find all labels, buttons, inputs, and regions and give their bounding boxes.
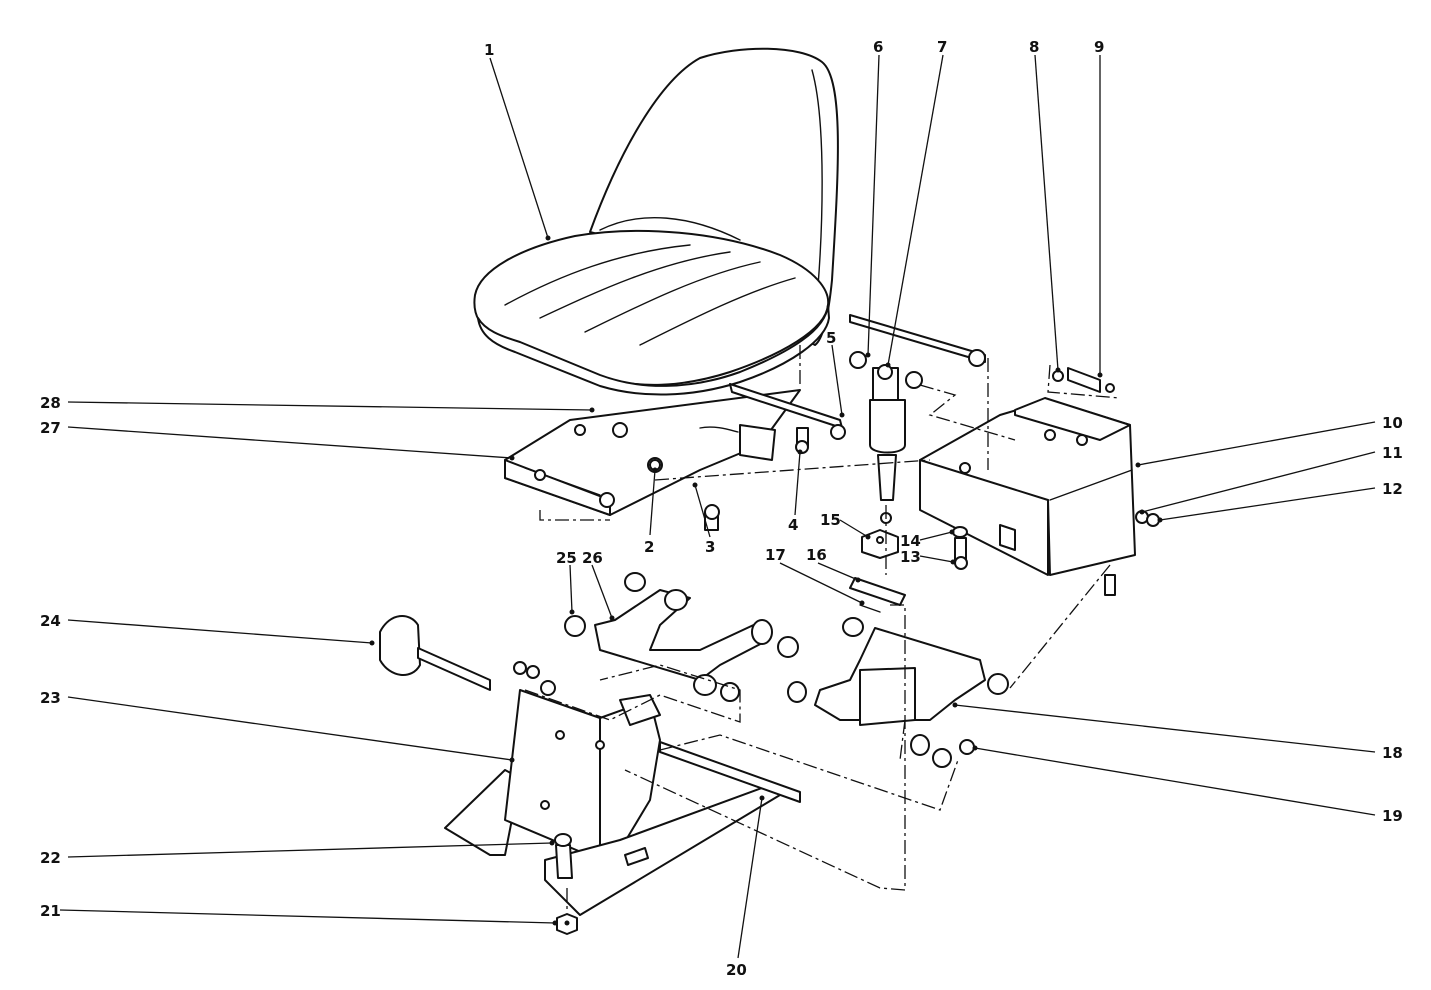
callout-labels: 1 2 3 4 5 6 7 8 9 10 11 12 13 14 15 16 1…: [40, 38, 1403, 979]
seat-bracket: [919, 367, 1160, 596]
callout-6: 6: [873, 38, 883, 56]
callout-20: 20: [726, 961, 747, 979]
callout-22: 22: [40, 849, 61, 867]
callout-1: 1: [484, 41, 494, 59]
callout-3: 3: [705, 538, 715, 556]
callout-21: 21: [40, 902, 61, 920]
callout-2: 2: [644, 538, 654, 556]
upper-rail: [504, 383, 846, 531]
callout-16: 16: [806, 546, 827, 564]
callout-11: 11: [1382, 444, 1403, 462]
callout-27: 27: [40, 419, 61, 437]
callout-7: 7: [937, 38, 947, 56]
base-bracket: [379, 615, 801, 935]
scissor-arm-right: [787, 617, 1009, 768]
callout-13: 13: [900, 548, 921, 566]
callout-10: 10: [1382, 414, 1403, 432]
scissor-arm-left: [564, 572, 799, 702]
small-parts: [849, 526, 968, 613]
callout-4: 4: [788, 516, 798, 534]
shock-absorber: [849, 314, 986, 524]
callout-26: 26: [582, 549, 603, 567]
callout-8: 8: [1029, 38, 1039, 56]
leader-lines: [59, 54, 1376, 959]
callout-23: 23: [40, 689, 61, 707]
callout-15: 15: [820, 511, 841, 529]
callout-17: 17: [765, 546, 786, 564]
callout-9: 9: [1094, 38, 1104, 56]
callout-5: 5: [826, 329, 836, 347]
assembly-centerlines: [524, 345, 1121, 912]
callout-28: 28: [40, 394, 61, 412]
callout-12: 12: [1382, 480, 1403, 498]
callout-14: 14: [900, 532, 921, 550]
callout-25: 25: [556, 549, 577, 567]
callout-18: 18: [1382, 744, 1403, 762]
seat: [473, 47, 839, 396]
callout-19: 19: [1382, 807, 1403, 825]
callout-24: 24: [40, 612, 61, 630]
